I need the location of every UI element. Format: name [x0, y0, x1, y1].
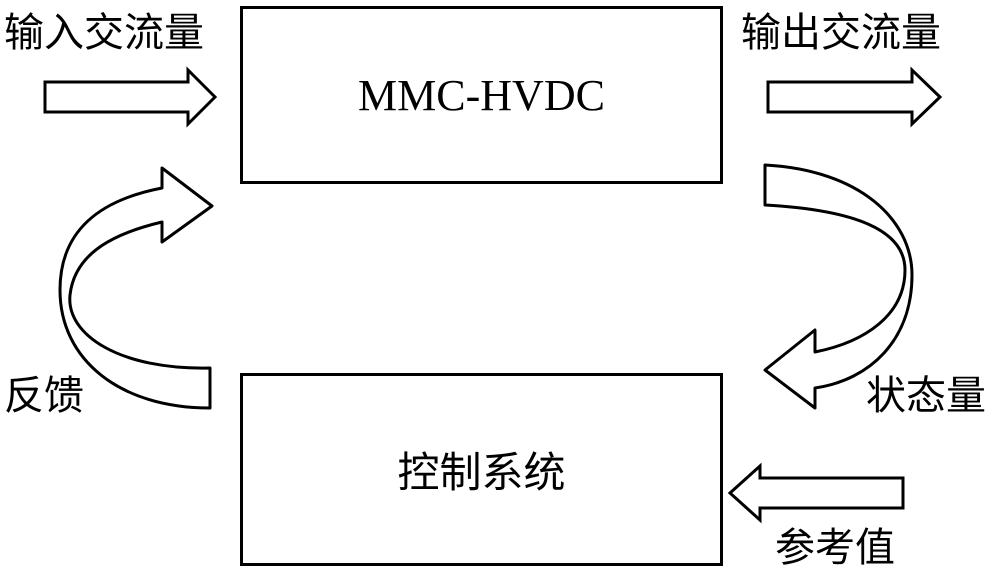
reference-arrow: [727, 462, 905, 524]
mmc-hvdc-block: MMC-HVDC: [240, 6, 723, 184]
mmc-hvdc-label: MMC-HVDC: [358, 70, 605, 120]
control-system-block: 控制系统: [240, 373, 723, 566]
output-arrow: [766, 66, 943, 128]
feedback-curved-arrow: [58, 166, 214, 410]
input-ac-label: 输入交流量: [4, 10, 204, 56]
reference-label: 参考值: [775, 525, 895, 571]
feedback-label: 反馈: [4, 373, 84, 419]
state-label: 状态量: [866, 373, 986, 419]
control-system-label: 控制系统: [397, 448, 566, 497]
input-arrow: [43, 66, 218, 128]
state-curved-arrow: [763, 163, 914, 410]
output-ac-label: 输出交流量: [741, 10, 941, 56]
